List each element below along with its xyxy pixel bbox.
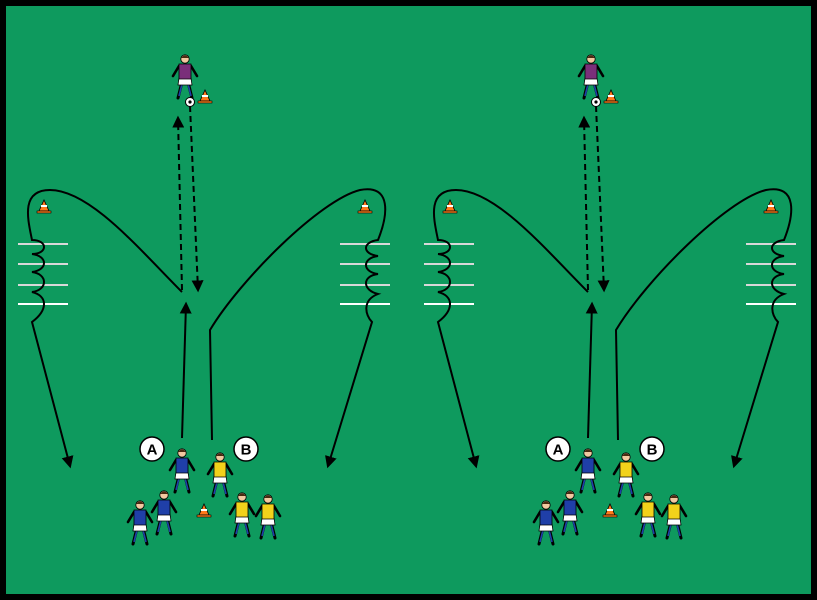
player-team-b xyxy=(660,494,688,540)
soccer-ball-icon xyxy=(591,97,601,107)
player-team-a xyxy=(126,500,154,546)
run-path-right xyxy=(614,188,793,469)
label-b: B xyxy=(233,436,259,462)
player-team-a xyxy=(150,490,178,536)
soccer-ball-icon xyxy=(185,97,195,107)
label-a-text: A xyxy=(553,442,564,459)
server-player xyxy=(577,54,605,100)
player-team-b xyxy=(206,452,234,498)
label-b-text: B xyxy=(647,442,658,459)
training-cone-icon xyxy=(196,503,212,518)
player-team-b xyxy=(634,492,662,538)
run-path-left xyxy=(26,188,183,469)
pass-line-up xyxy=(578,115,591,291)
run-path-a xyxy=(179,301,192,439)
player-team-b xyxy=(612,452,640,498)
label-a: A xyxy=(545,436,571,462)
run-path-a xyxy=(585,301,598,439)
run-path-left xyxy=(432,188,589,469)
pass-line-up xyxy=(172,115,185,291)
server-player xyxy=(171,54,199,100)
training-cone-icon xyxy=(357,199,373,214)
training-cone-icon xyxy=(197,89,213,104)
pass-line-down xyxy=(189,105,204,293)
run-path-right xyxy=(208,188,387,469)
player-team-a xyxy=(168,448,196,494)
training-cone-icon xyxy=(442,199,458,214)
player-team-a xyxy=(556,490,584,536)
training-cone-icon xyxy=(36,199,52,214)
agility-ladder-icon xyxy=(746,243,796,305)
label-a-text: A xyxy=(147,442,158,459)
label-a: A xyxy=(139,436,165,462)
training-cone-icon xyxy=(763,199,779,214)
player-team-a xyxy=(574,448,602,494)
pass-line-down xyxy=(595,105,610,293)
label-b: B xyxy=(639,436,665,462)
training-cone-icon xyxy=(602,503,618,518)
player-team-b xyxy=(228,492,256,538)
label-b-text: B xyxy=(241,442,252,459)
player-team-b xyxy=(254,494,282,540)
player-team-a xyxy=(532,500,560,546)
agility-ladder-icon xyxy=(340,243,390,305)
training-cone-icon xyxy=(603,89,619,104)
